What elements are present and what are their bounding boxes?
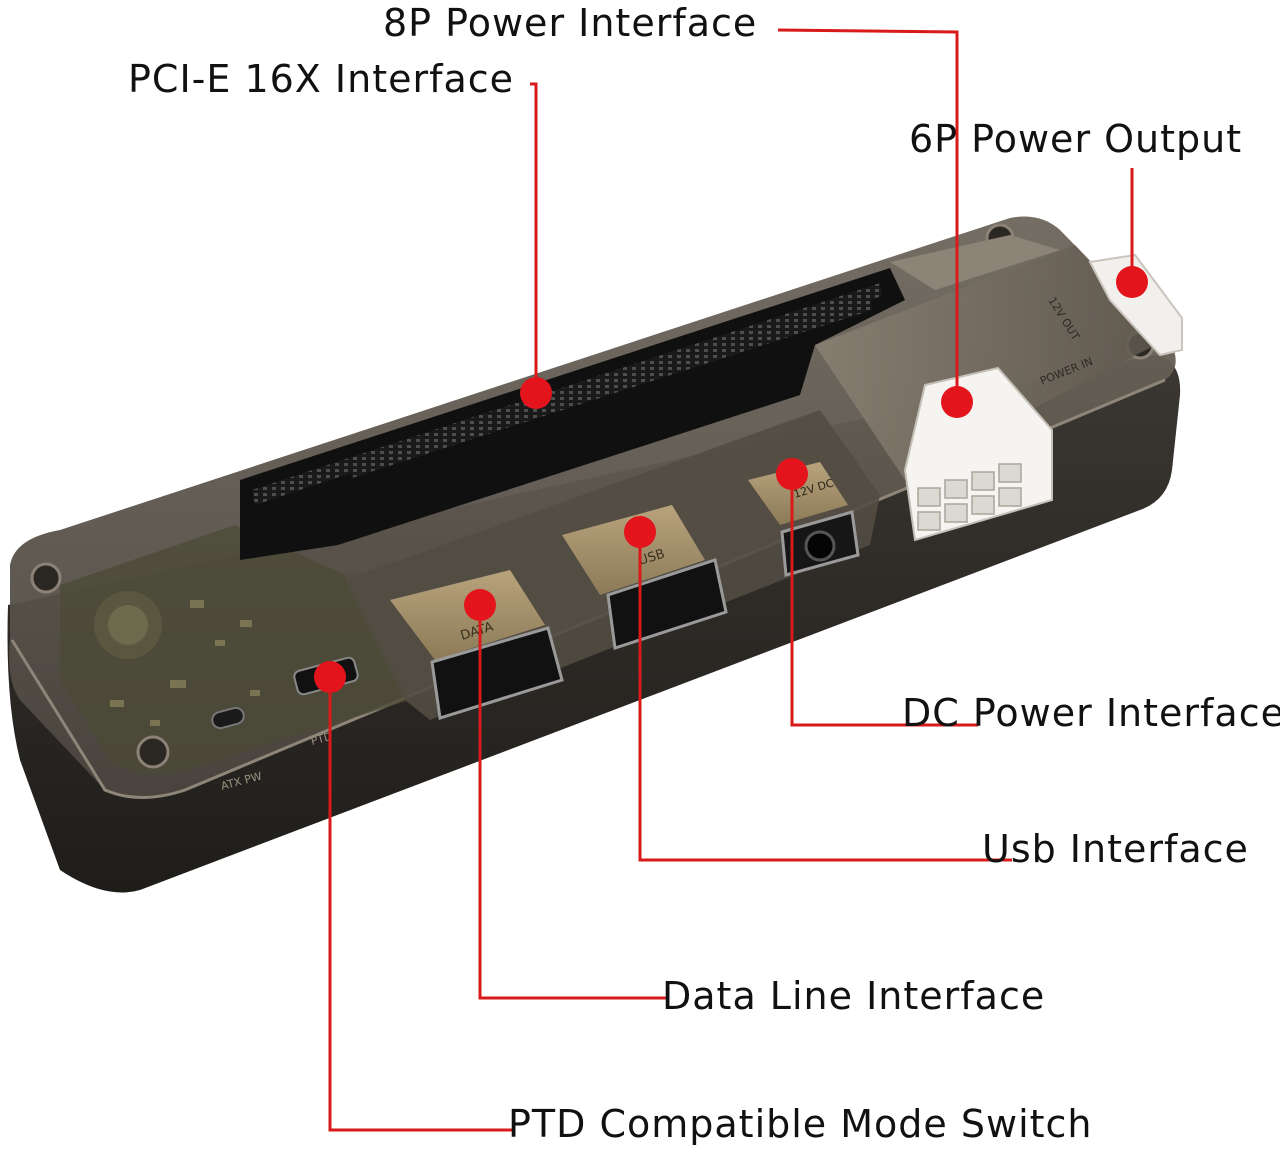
marker-dots xyxy=(314,266,1148,693)
leader-lines xyxy=(328,28,1134,1132)
lid-edge xyxy=(10,378,1166,799)
pcb-components xyxy=(94,591,260,726)
marker-dot-usb xyxy=(624,516,656,548)
label-dc-power-interface: DC Power Interface xyxy=(902,694,1280,732)
marker-dot-pcie xyxy=(520,377,552,409)
marker-dot-6p xyxy=(1116,266,1148,298)
usb-port-marking: USB xyxy=(637,547,667,569)
label-usb-interface: Usb Interface xyxy=(982,827,1249,871)
label-pcie-16x-interface: PCI-E 16X Interface xyxy=(128,57,515,101)
label-6p-power-output: 6P Power Output xyxy=(909,117,1243,161)
screw-hole xyxy=(30,562,62,594)
leader-line-pcie xyxy=(530,82,538,393)
leader-line-ptd xyxy=(328,677,512,1132)
leader-line-data xyxy=(478,605,668,1000)
label-data-line-interface: Data Line Interface xyxy=(662,974,1046,1018)
device-illustration: DATA USB 12V DC PTD ATX PW POWER IN 12V … xyxy=(7,216,1183,893)
label-8p-power-interface: 8P Power Interface xyxy=(383,1,758,45)
label-ptd-compatible-mode-switch: PTD Compatible Mode Switch xyxy=(508,1102,1093,1146)
data-port: DATA xyxy=(390,570,564,720)
marker-dot-dc xyxy=(776,458,808,490)
pcie-slot xyxy=(240,268,905,560)
power-bay xyxy=(815,235,1165,480)
leader-line-8p xyxy=(777,28,959,402)
marker-dot-data xyxy=(464,589,496,621)
screw-hole xyxy=(136,735,170,769)
usb-port: USB xyxy=(562,505,728,650)
marker-dot-8p xyxy=(941,386,973,418)
8p-power-connector xyxy=(903,366,1053,542)
dc-jack: 12V DC xyxy=(748,462,860,577)
leader-line-usb xyxy=(638,532,1012,862)
leader-line-dc xyxy=(790,474,978,727)
ptd-marking: PTD xyxy=(309,730,333,748)
pcb-left xyxy=(60,525,410,774)
6p-output-connector xyxy=(1088,253,1183,357)
marker-dot-ptd xyxy=(314,661,346,693)
